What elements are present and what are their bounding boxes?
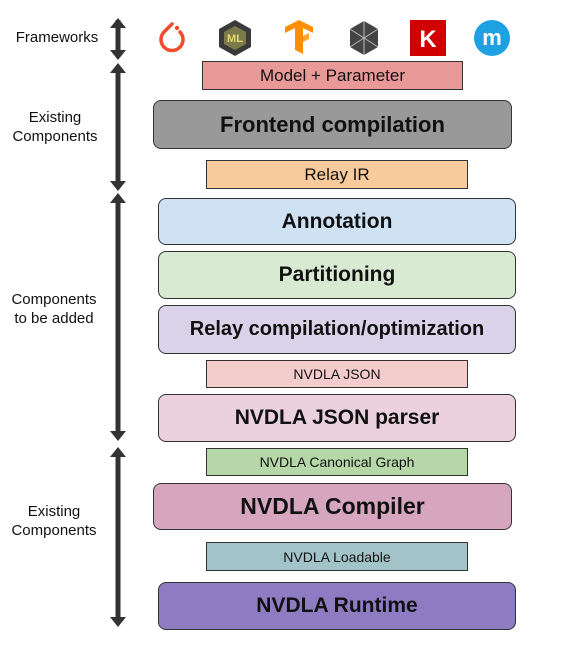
keras-icon: K: [410, 20, 446, 56]
section-label-existing-top: Existing Components: [12, 109, 98, 145]
svg-text:m: m: [482, 25, 502, 50]
caffe2-icon: [349, 21, 379, 55]
pytorch-icon: [159, 22, 185, 53]
model-parameter-box: Model + Parameter: [202, 61, 463, 90]
relay-compilation-box: Relay compilation/optimization: [158, 305, 516, 354]
partitioning-box: Partitioning: [158, 251, 516, 299]
annotation-box: Annotation: [158, 198, 516, 245]
nvdla-json-box: NVDLA JSON: [206, 360, 468, 388]
nvdla-runtime-box: NVDLA Runtime: [158, 582, 516, 630]
svg-text:K: K: [419, 26, 437, 53]
section-label-existing-bottom: Existing Components: [11, 503, 97, 539]
frontend-compilation-box: Frontend compilation: [153, 100, 512, 149]
nvdla-canonical-graph-box: NVDLA Canonical Graph: [206, 448, 468, 476]
mxnet-icon: m: [474, 20, 510, 56]
frameworks-label: Frameworks: [15, 29, 99, 46]
relay-ir-box: Relay IR: [206, 160, 468, 189]
svg-text:ML: ML: [227, 33, 243, 45]
nvdla-loadable-box: NVDLA Loadable: [206, 542, 468, 571]
nvdla-json-parser-box: NVDLA JSON parser: [158, 394, 516, 442]
section-label-to-be-added: Components to be added: [11, 291, 97, 327]
coreml-icon: ML: [219, 20, 251, 56]
tensorflow-icon: [285, 20, 313, 54]
nvdla-compiler-box: NVDLA Compiler: [153, 483, 512, 530]
